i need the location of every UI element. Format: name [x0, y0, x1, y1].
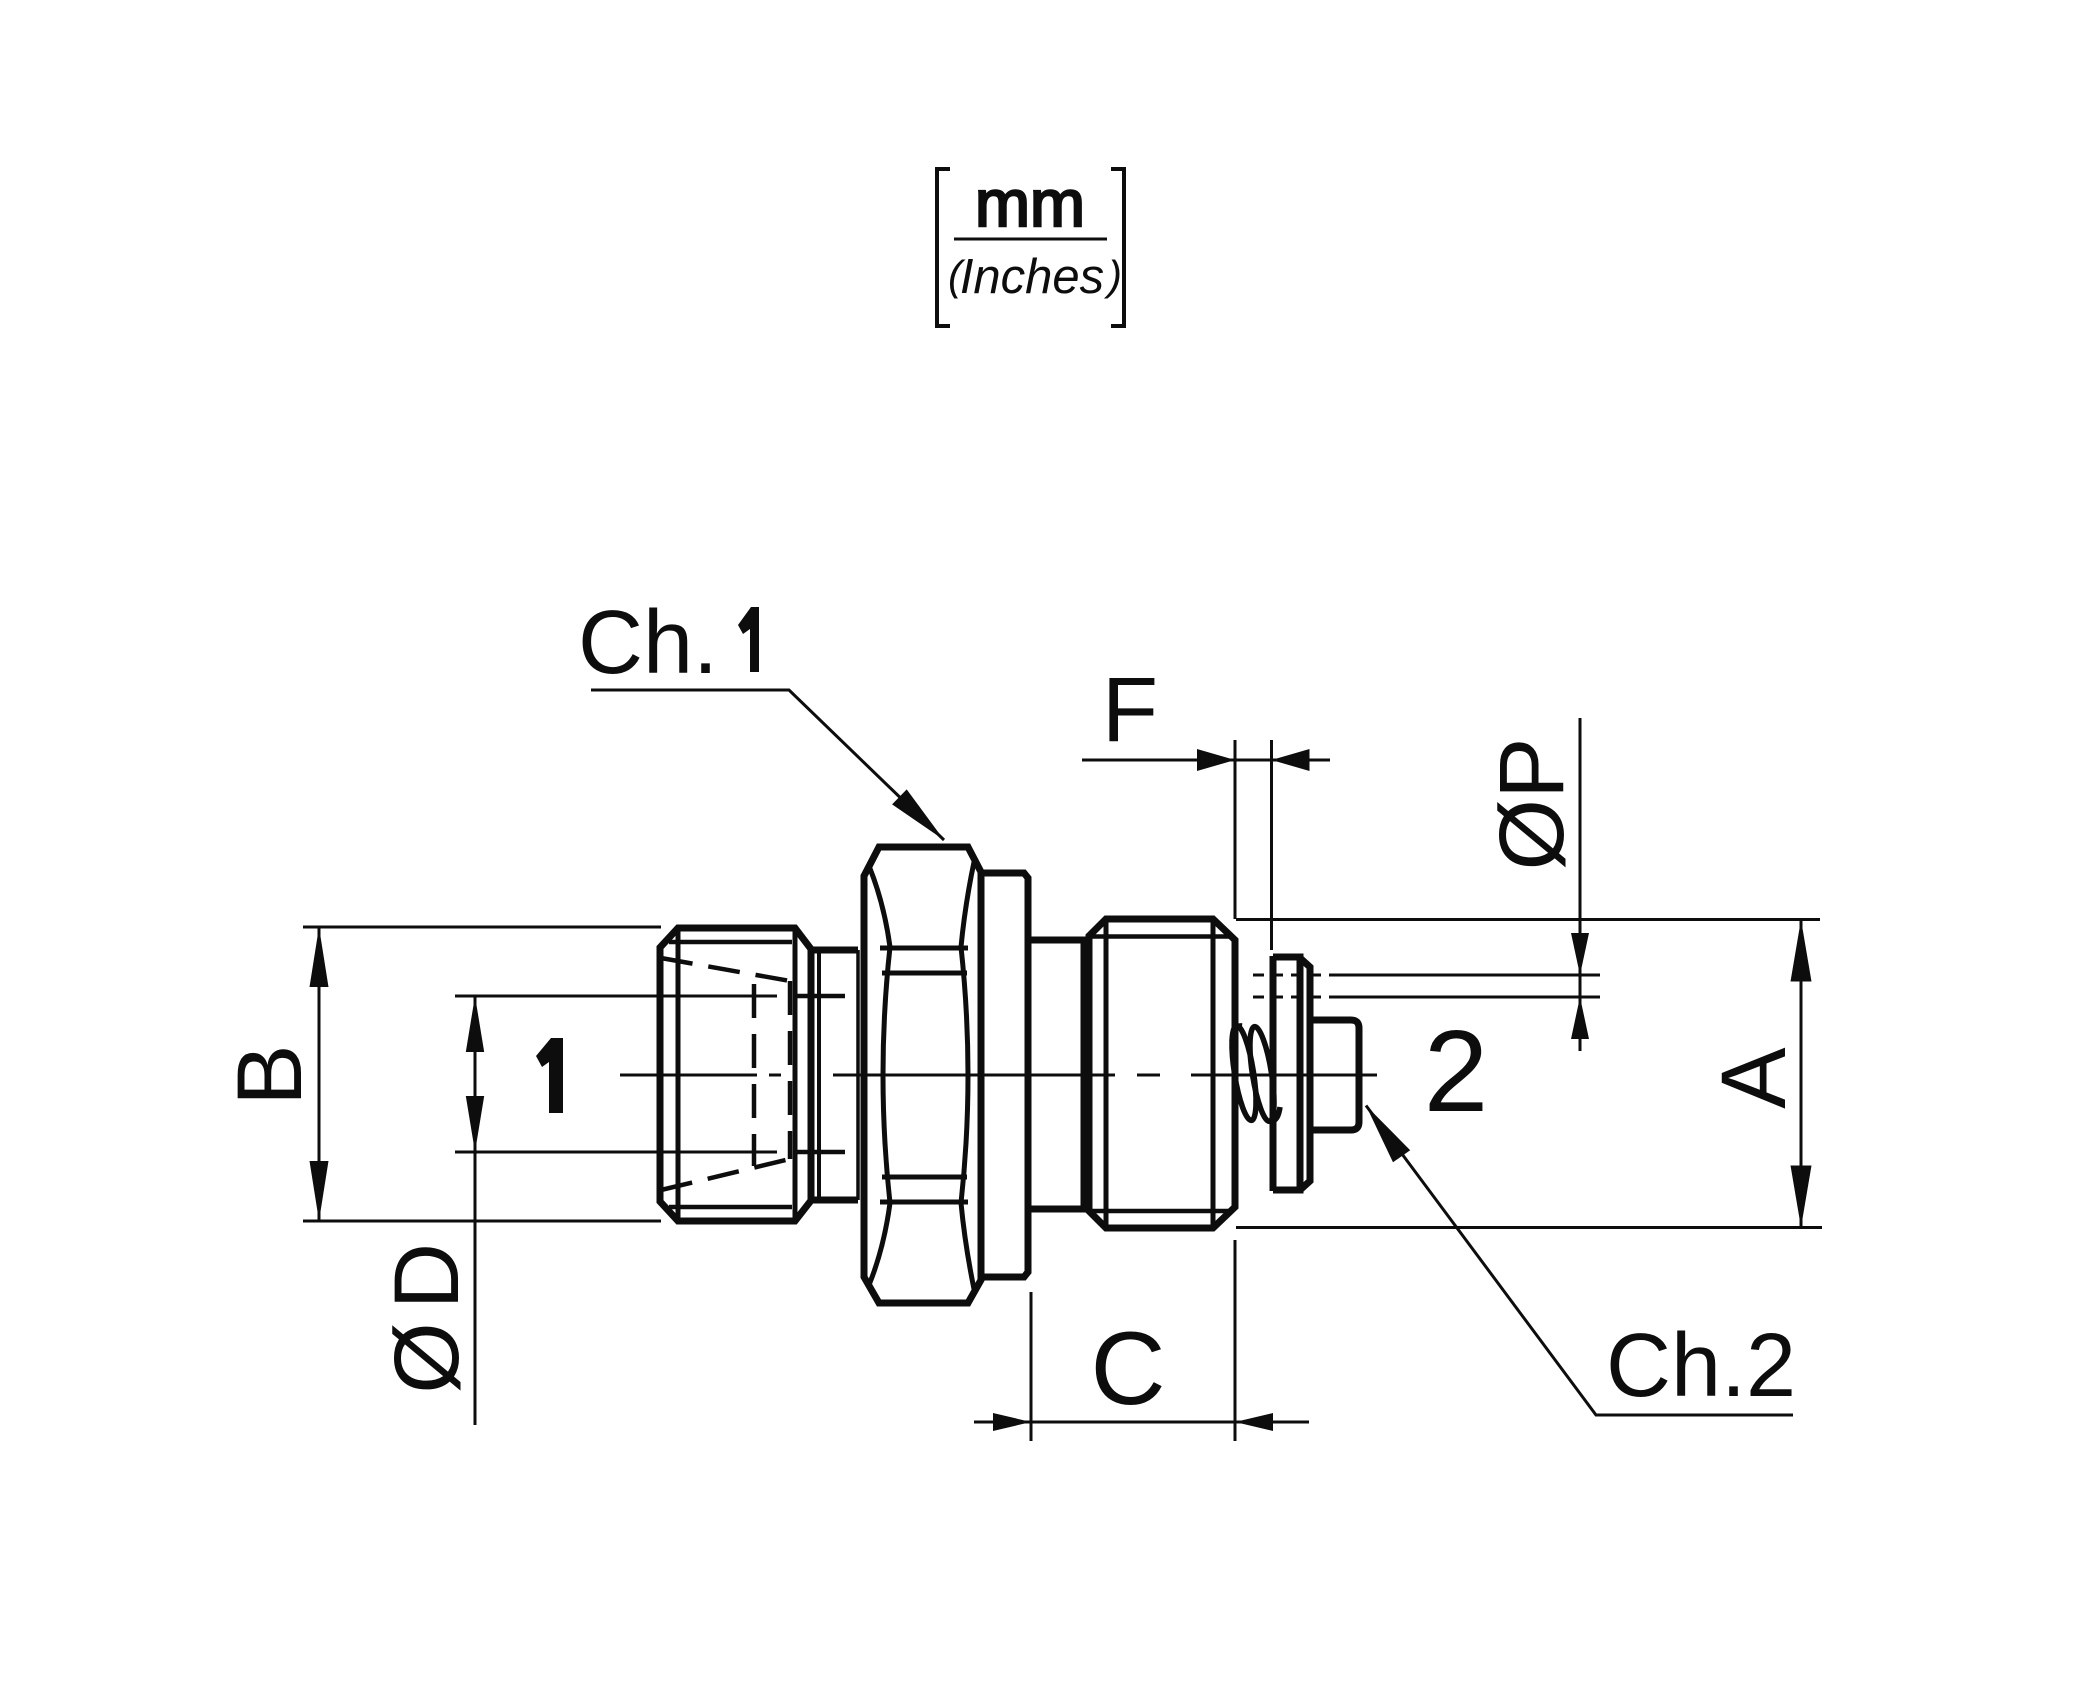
svg-text:Inches: Inches [960, 250, 1104, 304]
svg-text:): ) [1103, 252, 1122, 299]
svg-text:(: ( [948, 252, 966, 299]
svg-text:C: C [1090, 1311, 1165, 1427]
svg-text:ØP: ØP [1481, 738, 1583, 871]
svg-text:F: F [1102, 659, 1158, 761]
svg-text:B: B [219, 1044, 321, 1105]
svg-text:A: A [1703, 1047, 1805, 1109]
svg-text:2: 2 [1424, 1006, 1489, 1136]
svg-text:Ch.: Ch. [578, 593, 718, 693]
svg-text:D: D [376, 1243, 478, 1309]
svg-text:mm: mm [975, 166, 1085, 240]
svg-text:Ch.2: Ch.2 [1606, 1316, 1796, 1416]
svg-text:Ø: Ø [376, 1322, 478, 1394]
